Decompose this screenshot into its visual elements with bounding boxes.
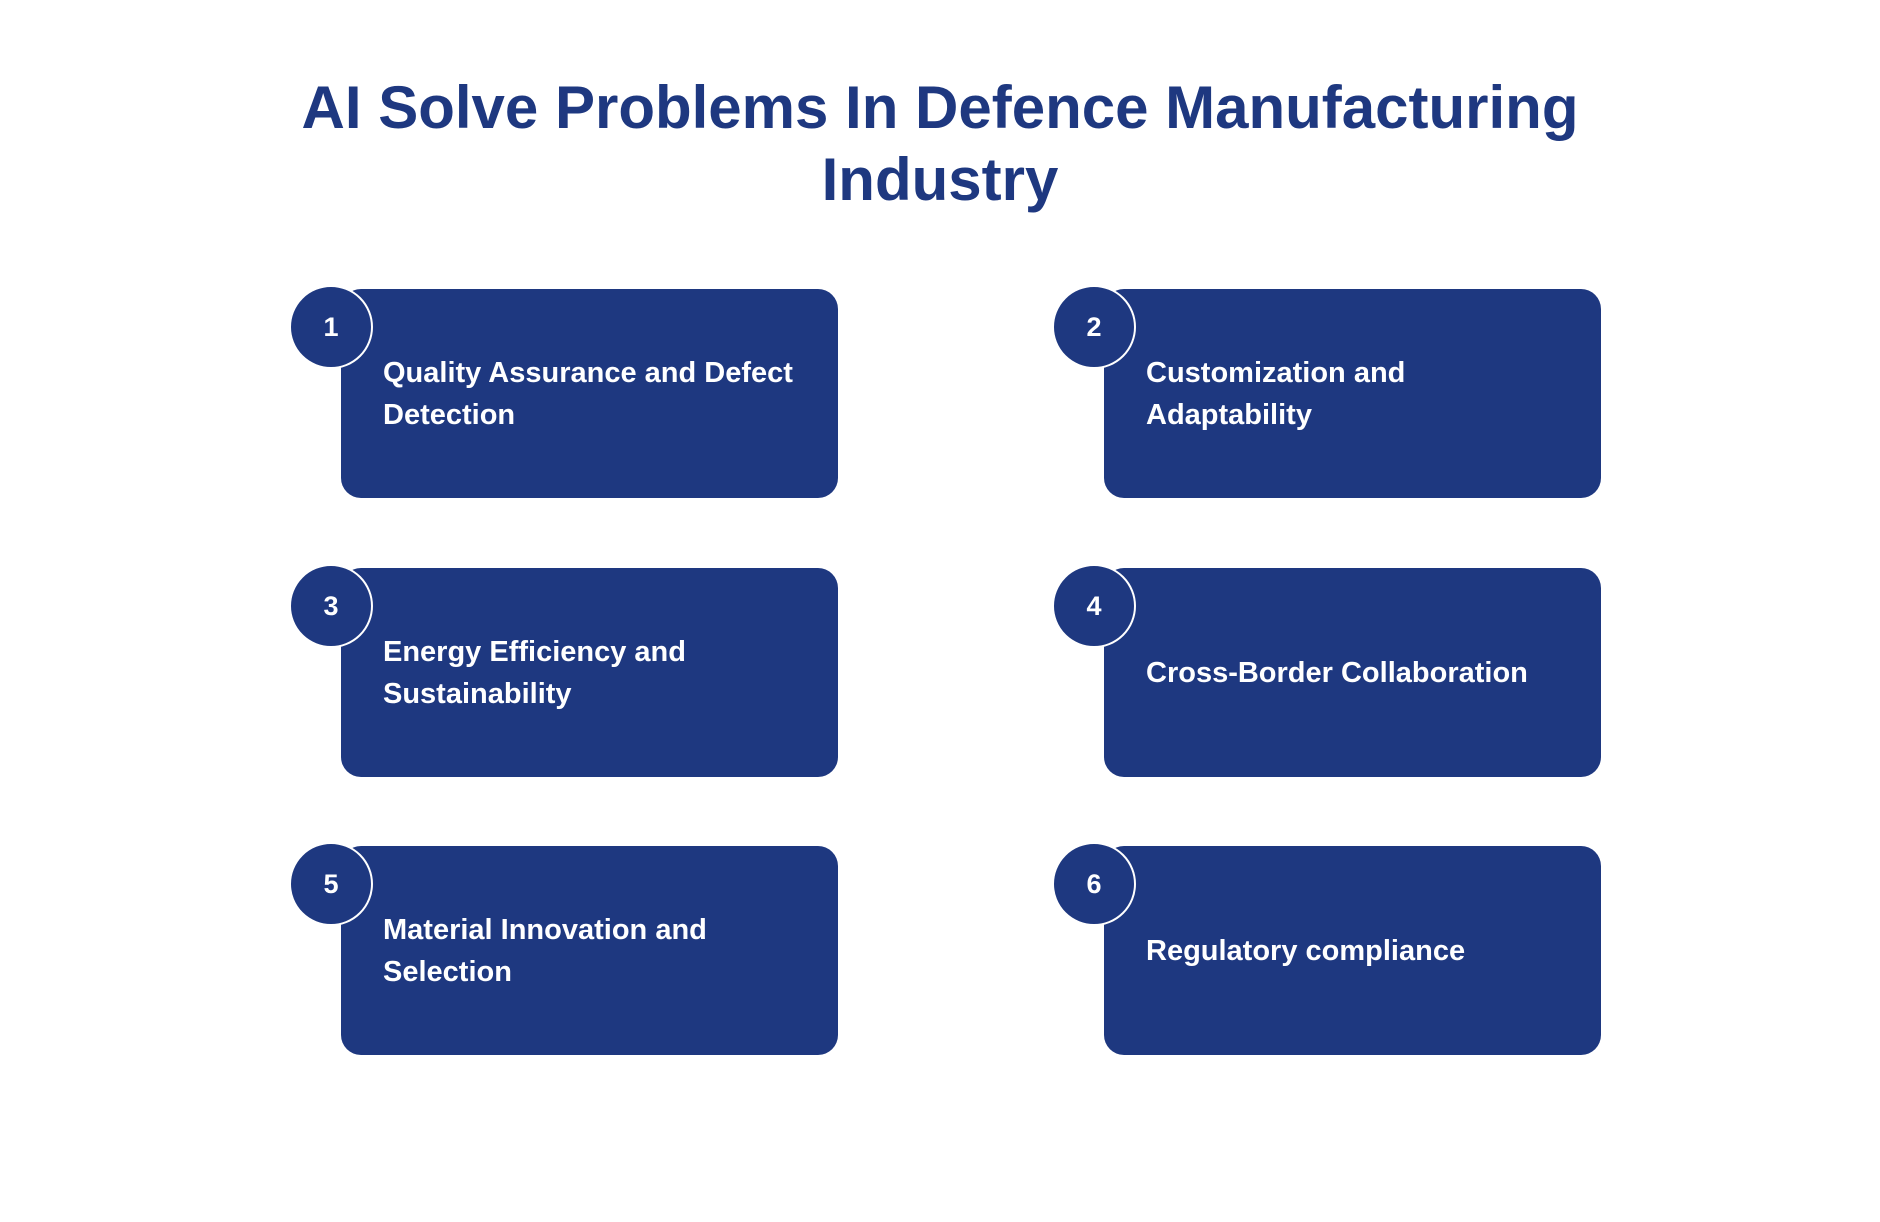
item-card-3: 3 Energy Efficiency and Sustainability (289, 564, 838, 777)
number-badge: 3 (289, 564, 373, 648)
number-badge: 5 (289, 842, 373, 926)
item-card-2: 2 Customization and Adaptability (1052, 285, 1601, 498)
item-card-4: 4 Cross-Border Collaboration (1052, 564, 1601, 777)
number-badge: 4 (1052, 564, 1136, 648)
page-title: AI Solve Problems In Defence Manufacturi… (301, 74, 1579, 213)
number-badge: 6 (1052, 842, 1136, 926)
item-label: Regulatory compliance (1146, 934, 1466, 967)
number-badge: 2 (1052, 285, 1136, 369)
item-card-5: 5 Material Innovation and Selection (289, 842, 838, 1055)
number-badge: 1 (289, 285, 373, 369)
item-label: Customization and Adaptability (1146, 356, 1406, 431)
item-label: Energy Efficiency and Sustainability (383, 635, 686, 710)
item-card-1: 1 Quality Assurance and Defect Detection (289, 285, 838, 498)
item-card-6: 6 Regulatory compliance (1052, 842, 1601, 1055)
item-label: Quality Assurance and Defect Detection (383, 356, 793, 431)
item-label: Cross-Border Collaboration (1146, 656, 1528, 689)
item-label: Material Innovation and Selection (383, 913, 707, 988)
